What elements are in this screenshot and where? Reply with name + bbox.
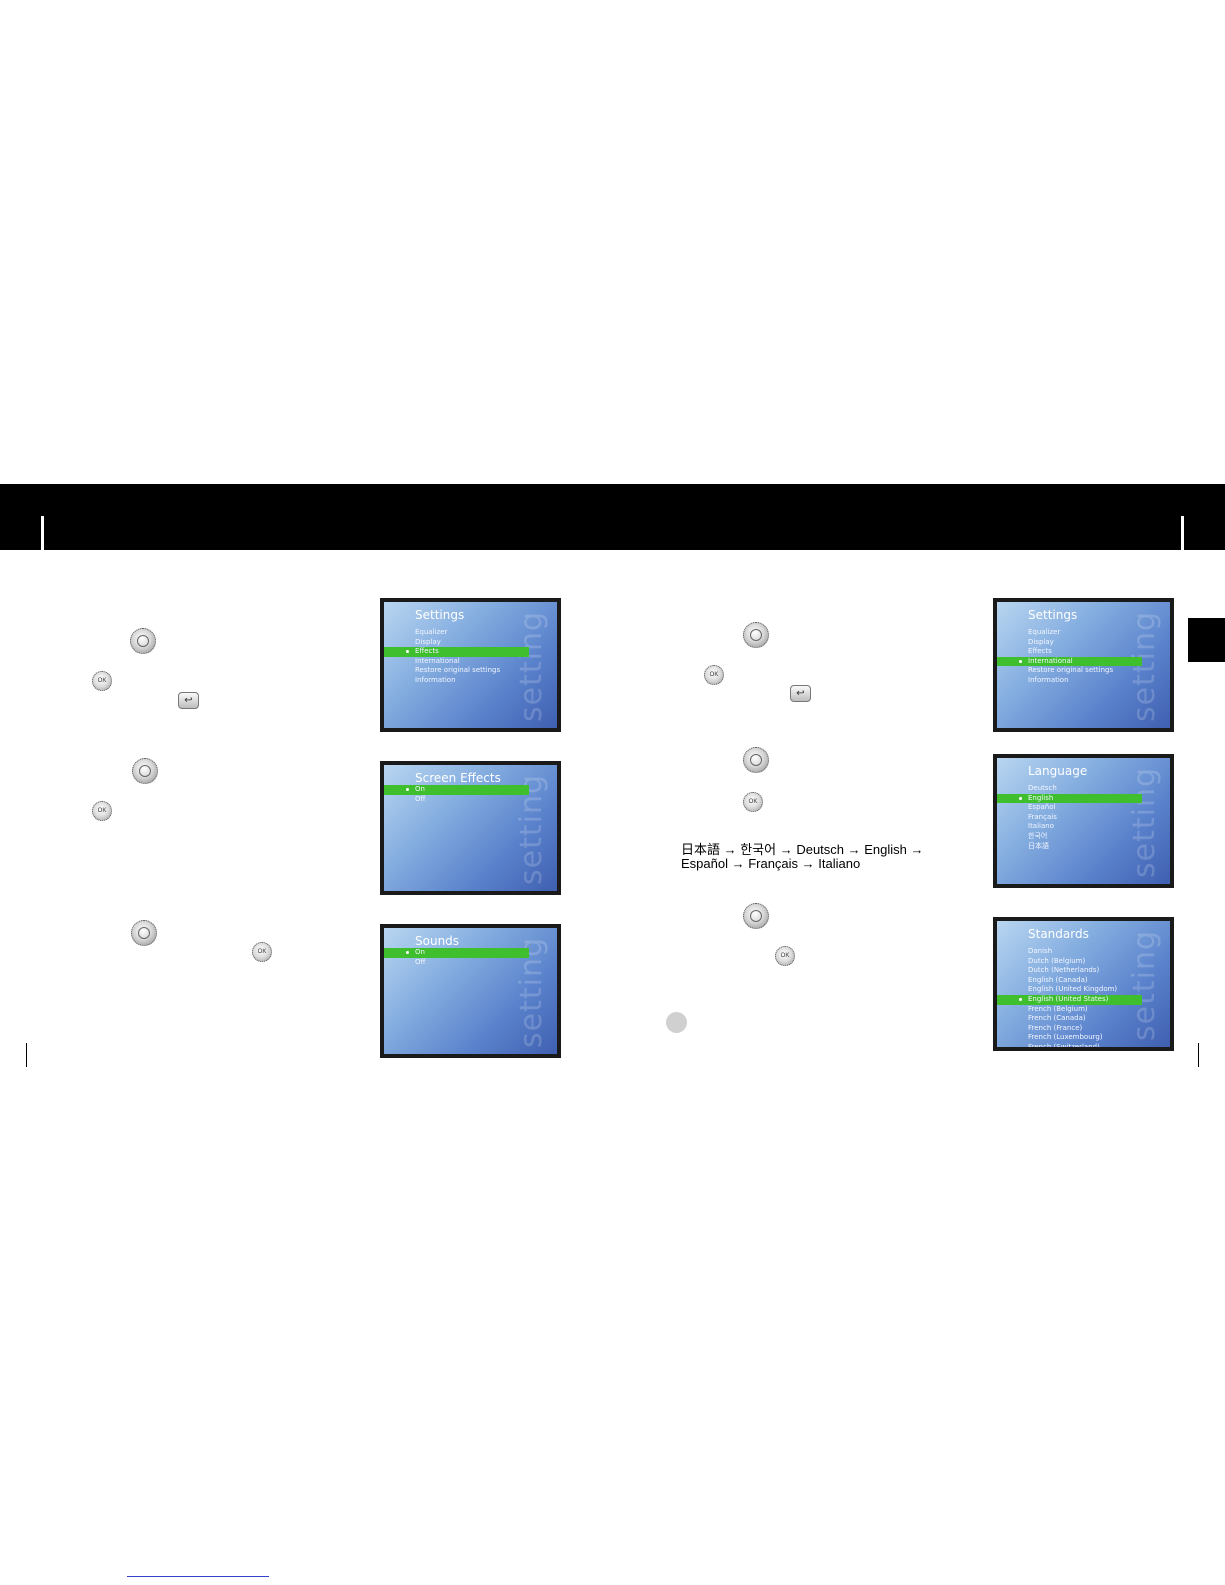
language-sequence-line1: 日本語 → 한국어 → Deutsch → English → [681, 842, 924, 857]
lcd-title: Settings [1028, 608, 1078, 622]
lcd-menu-item-selected: Effects [384, 647, 529, 657]
lcd-title: Settings [415, 608, 465, 622]
scroll-wheel-icon [743, 903, 769, 929]
language-sequence-line2: Español → Français → Italiano [681, 856, 861, 871]
lcd-menu-item: Information [415, 675, 456, 684]
lcd-menu-item: French (Canada) [1028, 1014, 1086, 1023]
lcd-title: Language [1028, 764, 1088, 778]
lcd-menu-item: Español [1028, 803, 1056, 812]
lcd-title: Screen Effects [415, 771, 501, 785]
lcd-menu-item: Off [415, 794, 426, 803]
page-rule-right [1198, 1043, 1199, 1067]
section-tab [1188, 618, 1225, 662]
page-rule-left [26, 1043, 27, 1067]
lcd-menu-item-selected: On [384, 785, 529, 795]
lcd-menu-item: Dutch (Belgium) [1028, 956, 1086, 965]
back-button-icon: ↩ [790, 685, 811, 702]
lcd-menu-item: French (Belgium) [1028, 1004, 1088, 1013]
footer-link-line [127, 1576, 269, 1577]
lcd-menu-item: International [415, 656, 460, 665]
lcd-title: Standards [1028, 927, 1089, 941]
lcd-menu-item: English (Canada) [1028, 975, 1088, 984]
header-tick-left [41, 516, 44, 550]
lcd-menu-item: Français [1028, 812, 1057, 821]
ok-button-icon: OK [775, 946, 795, 966]
lcd-menu-item: Restore original settings [415, 666, 501, 675]
note-icon [666, 1012, 687, 1033]
lcd-menu-item: Italiano [1028, 822, 1054, 831]
ok-button-icon: OK [92, 801, 112, 821]
lcd-menu-item-selected: English [997, 793, 1142, 804]
lcd-menu-item: Off [415, 957, 426, 966]
lcd-menu-item: Restore original settings [1028, 666, 1114, 675]
ok-button-icon: OK [92, 671, 112, 691]
lcd-menu-item: Equalizer [415, 628, 448, 636]
lcd-menu-item: Deutsch [1028, 784, 1057, 792]
scroll-wheel-icon [130, 628, 156, 654]
ok-button-icon: OK [704, 665, 724, 685]
lcd-title: Sounds [415, 934, 460, 948]
lcd-menu-item: Information [1028, 675, 1069, 684]
scroll-wheel-icon [743, 622, 769, 648]
header-tick-right [1181, 516, 1184, 550]
lcd-menu-item: French (Switzerland) [1028, 1042, 1100, 1047]
back-button-icon: ↩ [178, 692, 199, 709]
lcd-menu-item: Dutch (Netherlands) [1028, 966, 1100, 975]
lcd-menu-item: Equalizer [1028, 628, 1061, 636]
lcd-menu-item: 日本語 [1028, 841, 1049, 850]
lcd-menu-item: Display [1028, 637, 1054, 646]
lcd-menu-item-selected: On [384, 948, 529, 958]
header-band [0, 484, 1225, 550]
ok-button-icon: OK [252, 942, 272, 962]
lcd-menu-item: French (Luxembourg) [1028, 1033, 1103, 1042]
scroll-wheel-icon [131, 920, 157, 946]
scroll-wheel-icon [743, 747, 769, 773]
lcd-menu-item-selected: English (United States) [997, 994, 1142, 1005]
lcd-menu-item-selected: International [997, 656, 1142, 667]
scroll-wheel-icon [132, 758, 158, 784]
lcd-menu-item: English (United Kingdom) [1028, 985, 1118, 994]
lcd-menu-item: 한국어 [1028, 831, 1048, 840]
lcd-menu-item: French (France) [1028, 1023, 1083, 1032]
lcd-menu-item: Danish [1028, 947, 1053, 955]
ok-button-icon: OK [743, 792, 763, 812]
lcd-menu-item: Display [415, 637, 441, 646]
lcd-menu-item: Effects [1028, 647, 1052, 656]
